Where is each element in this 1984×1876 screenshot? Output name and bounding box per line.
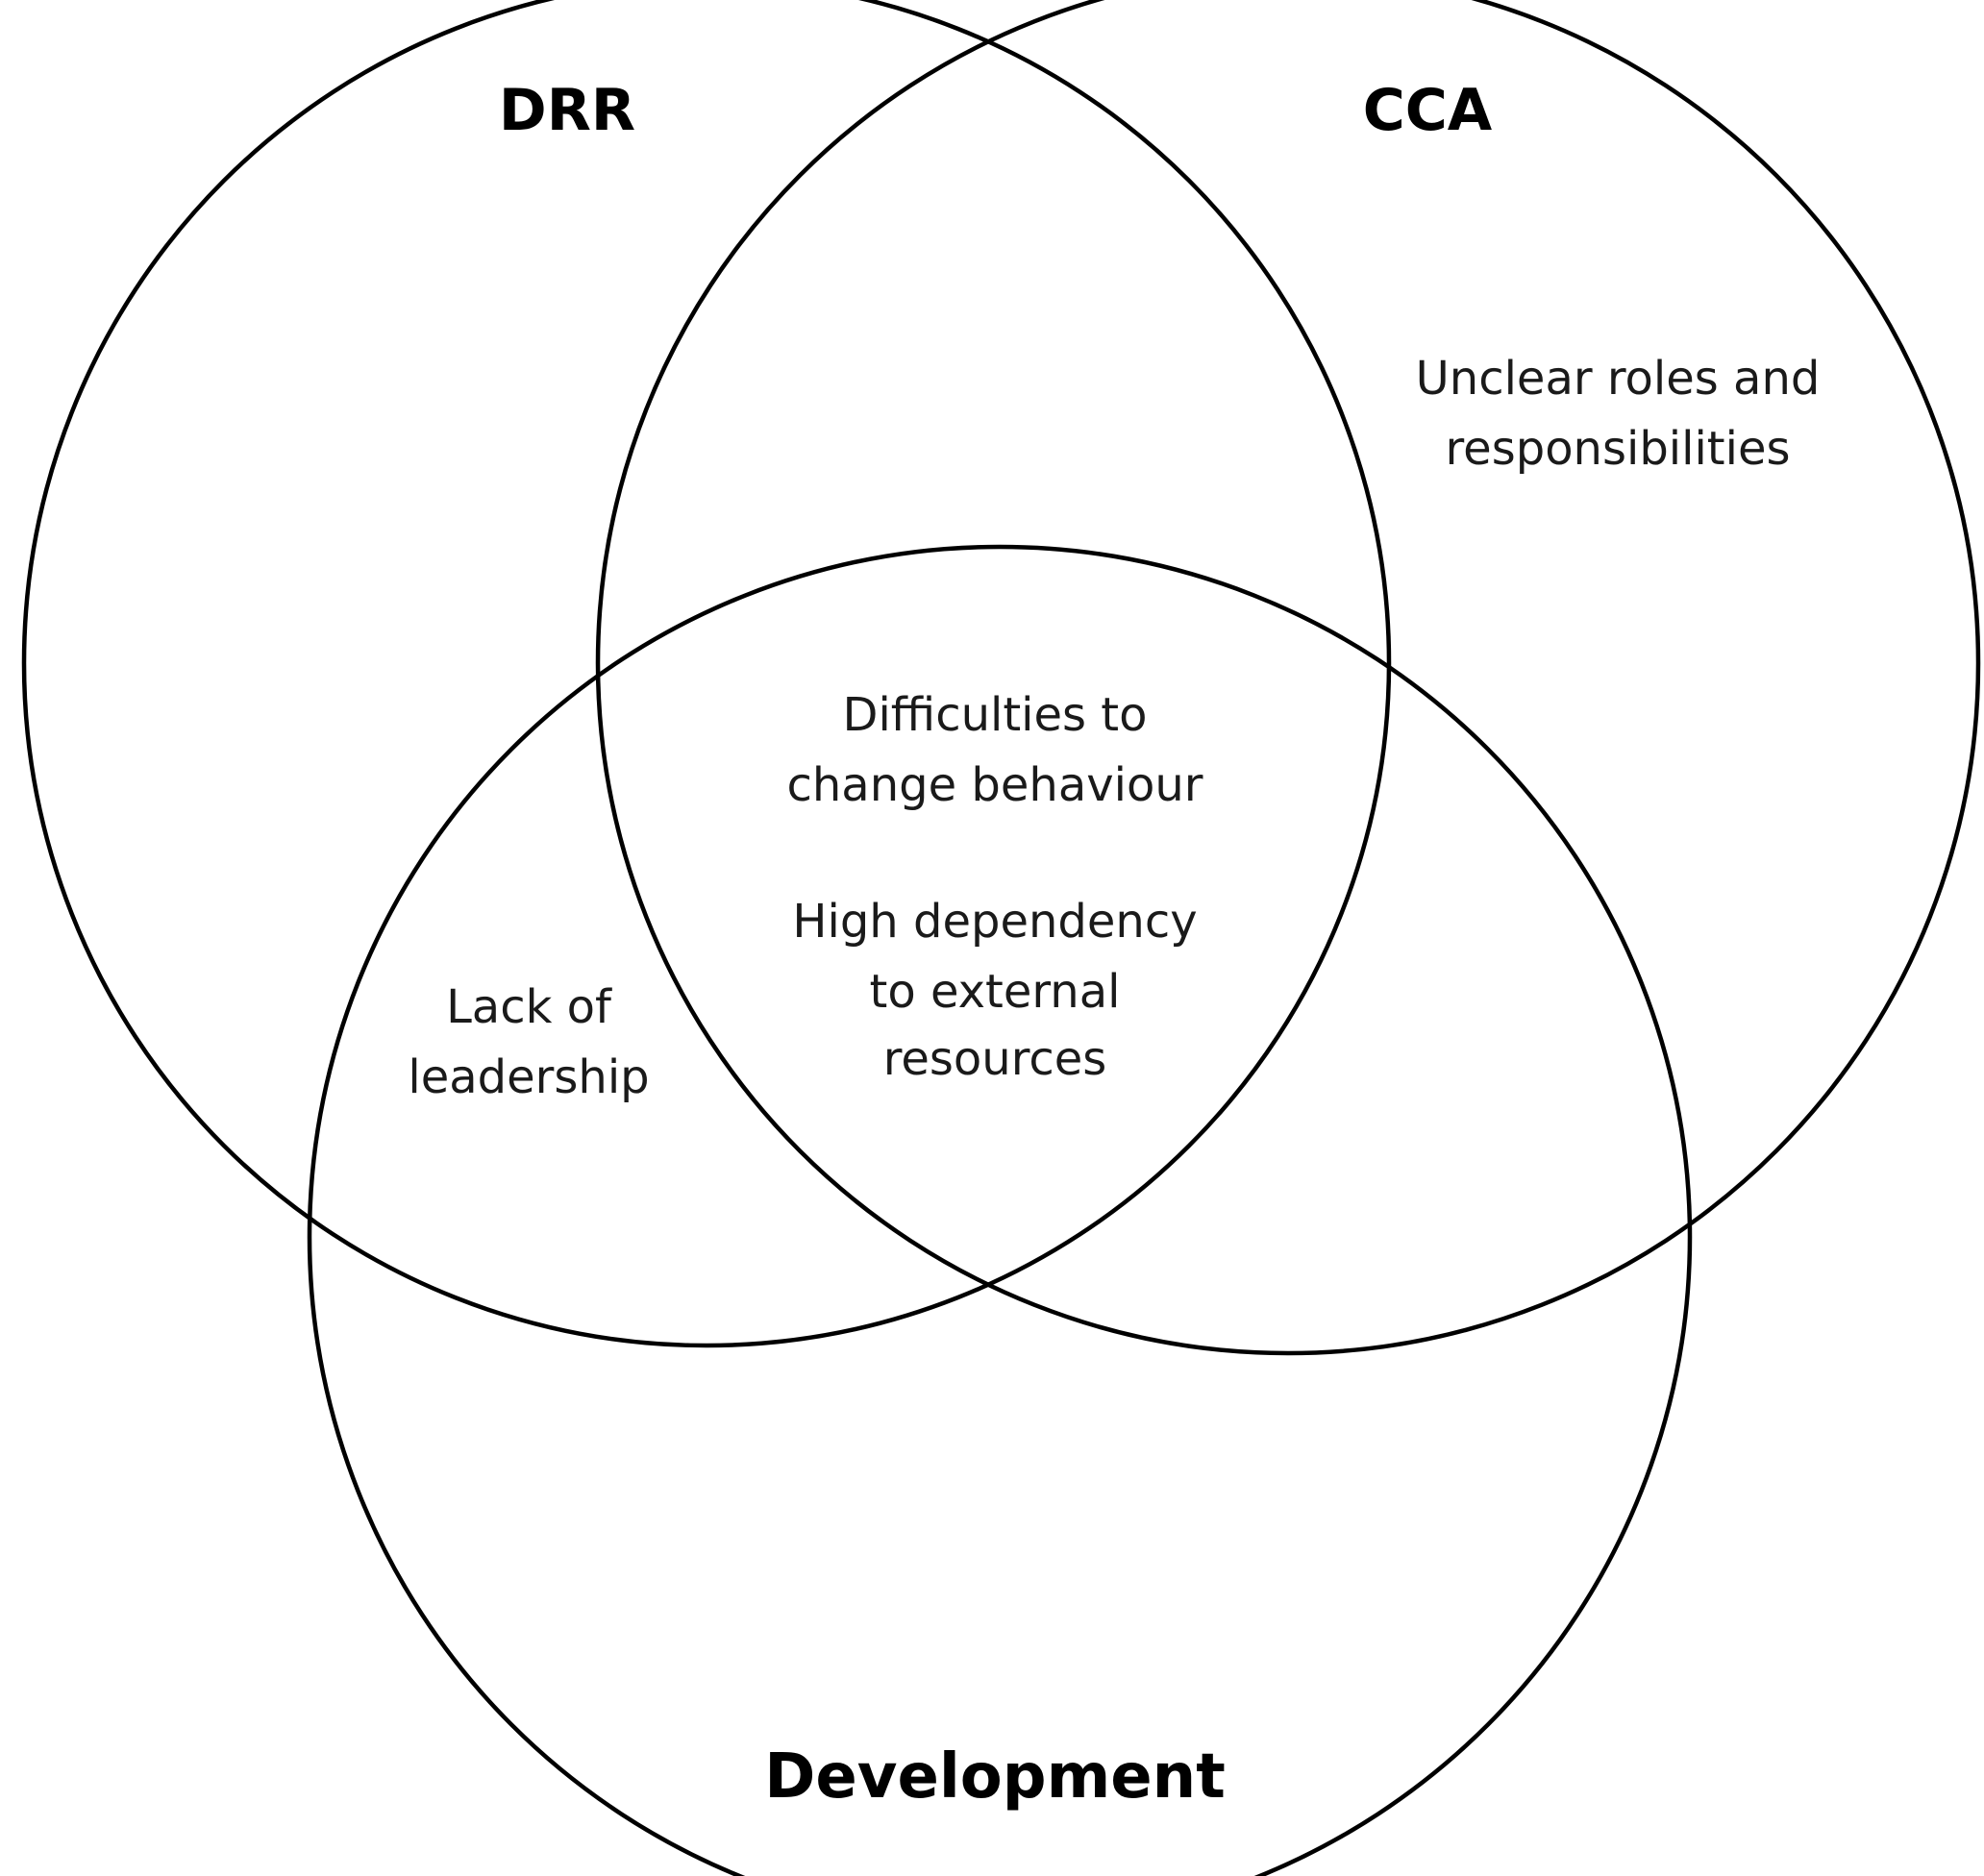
region-text-line: Unclear roles and [1416, 352, 1821, 406]
region-text-line: to external [870, 965, 1121, 1019]
development-circle [307, 544, 1693, 1876]
region-text-line: Lack of [446, 980, 612, 1034]
center-region-text-1: Difficulties to change behaviour [786, 688, 1203, 812]
region-text-line: change behaviour [786, 758, 1203, 812]
drr-circle [21, 0, 1392, 1348]
region-text-line: resources [883, 1032, 1107, 1086]
development-label: Development [764, 1741, 1226, 1813]
region-text-line: responsibilities [1446, 422, 1791, 476]
region-text-line: leadership [408, 1050, 649, 1104]
cca-label: CCA [1363, 77, 1493, 144]
cca-circle [595, 0, 1981, 1356]
center-region-text-2: High dependency to external resources [792, 895, 1197, 1086]
cca-only-region-text: Unclear roles and responsibilities [1416, 352, 1821, 476]
region-text-line: High dependency [792, 895, 1197, 949]
drr-label: DRR [499, 77, 635, 144]
region-text-line: Difficulties to [843, 688, 1148, 742]
drr-development-region-text: Lack of leadership [408, 980, 649, 1104]
